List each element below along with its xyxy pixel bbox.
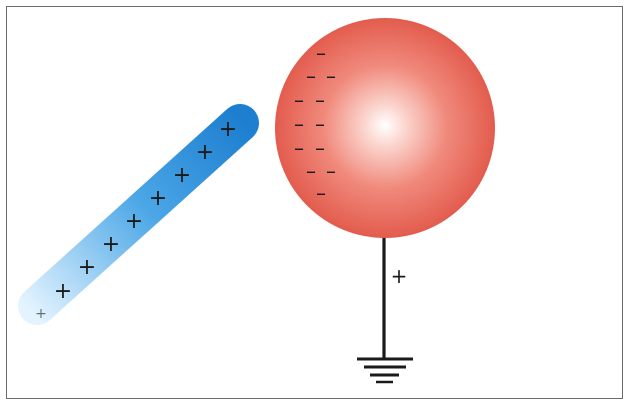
sphere-minus-charge: – — [316, 181, 326, 205]
sphere-minus-charge: – — [316, 41, 326, 65]
sphere-minus-charge: – — [315, 88, 325, 112]
sphere-minus-charge: – — [326, 159, 336, 183]
ground-icon — [357, 357, 413, 384]
sphere-induced-charges: – – – – – – – – – – – – — [294, 41, 336, 205]
conducting-sphere — [275, 18, 495, 238]
rod-plus-charge: + — [173, 163, 191, 188]
rod-plus-charge: + — [102, 232, 120, 257]
sphere-minus-charge: – — [294, 136, 304, 160]
rod-plus-charge: + — [54, 279, 72, 304]
rod-plus-charge: + — [125, 209, 143, 234]
sphere-minus-charge: – — [294, 112, 304, 136]
sphere-minus-charge: – — [306, 64, 316, 88]
rod-charges: + + + + + + + + + — [35, 117, 237, 322]
rod-plus-charge: + — [196, 140, 214, 165]
rod-plus-charge: + — [149, 186, 167, 211]
rod-plus-charge: + — [219, 117, 237, 142]
sphere-minus-charge: – — [315, 112, 325, 136]
sphere-minus-charge: – — [326, 64, 336, 88]
charged-rod — [18, 104, 259, 325]
sphere-minus-charge: – — [306, 159, 316, 183]
rod-plus-charge: + — [35, 306, 47, 322]
rod-plus-charge: + — [78, 255, 96, 280]
sphere-minus-charge: – — [315, 136, 325, 160]
wire-plus-charge: + — [391, 264, 408, 288]
sphere-minus-charge: – — [294, 88, 304, 112]
